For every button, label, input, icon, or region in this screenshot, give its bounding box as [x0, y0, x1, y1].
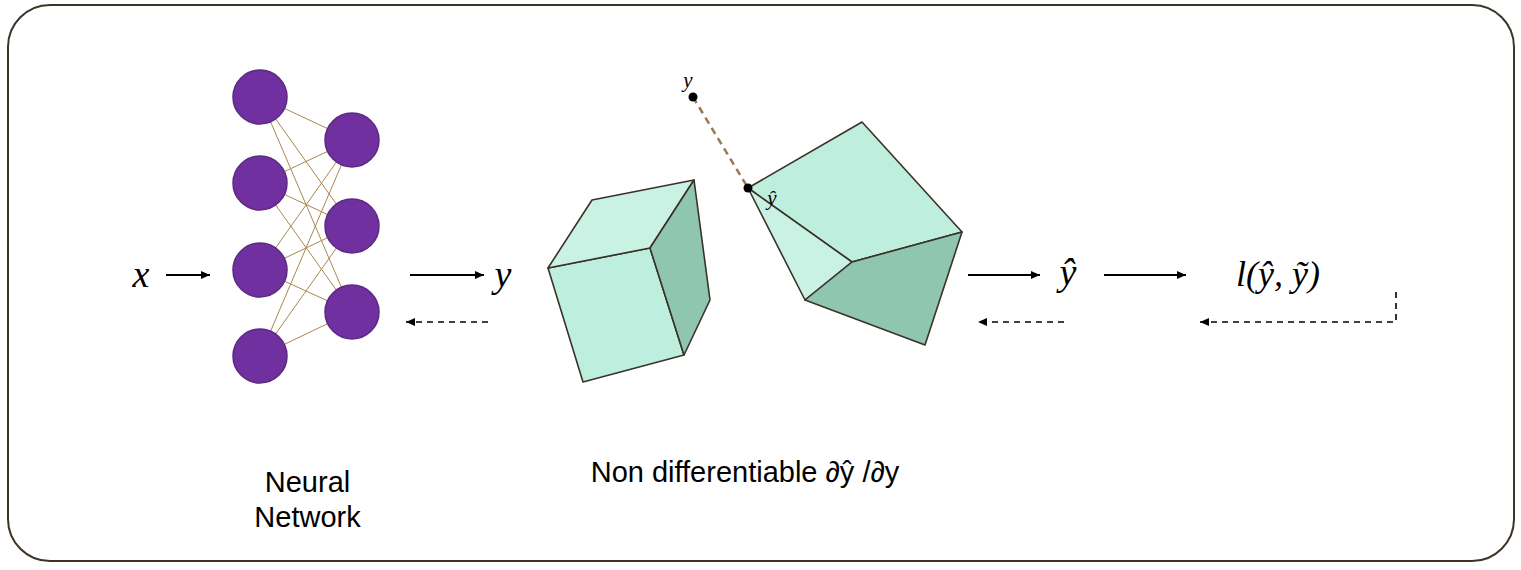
network-neurons [233, 70, 379, 383]
frame [8, 5, 1514, 561]
point-label: y [683, 68, 692, 93]
projected-variable: ŷ [1060, 250, 1077, 294]
point-y [689, 93, 698, 102]
projection-line [693, 97, 748, 188]
feasible-set-right [748, 122, 962, 345]
node-caption: Neural Network [233, 465, 383, 535]
note-text: Non differentiable ∂ŷ /∂y [570, 454, 920, 490]
point-y-hat [744, 184, 753, 193]
output-variable: y [495, 252, 512, 296]
input-variable: x [133, 252, 150, 296]
loss-function: l(ŷ, ỹ) [1236, 253, 1320, 295]
point-label: ŷ [767, 186, 776, 211]
network-node: Neural Network [190, 60, 425, 535]
feasible-set-left [548, 180, 710, 382]
